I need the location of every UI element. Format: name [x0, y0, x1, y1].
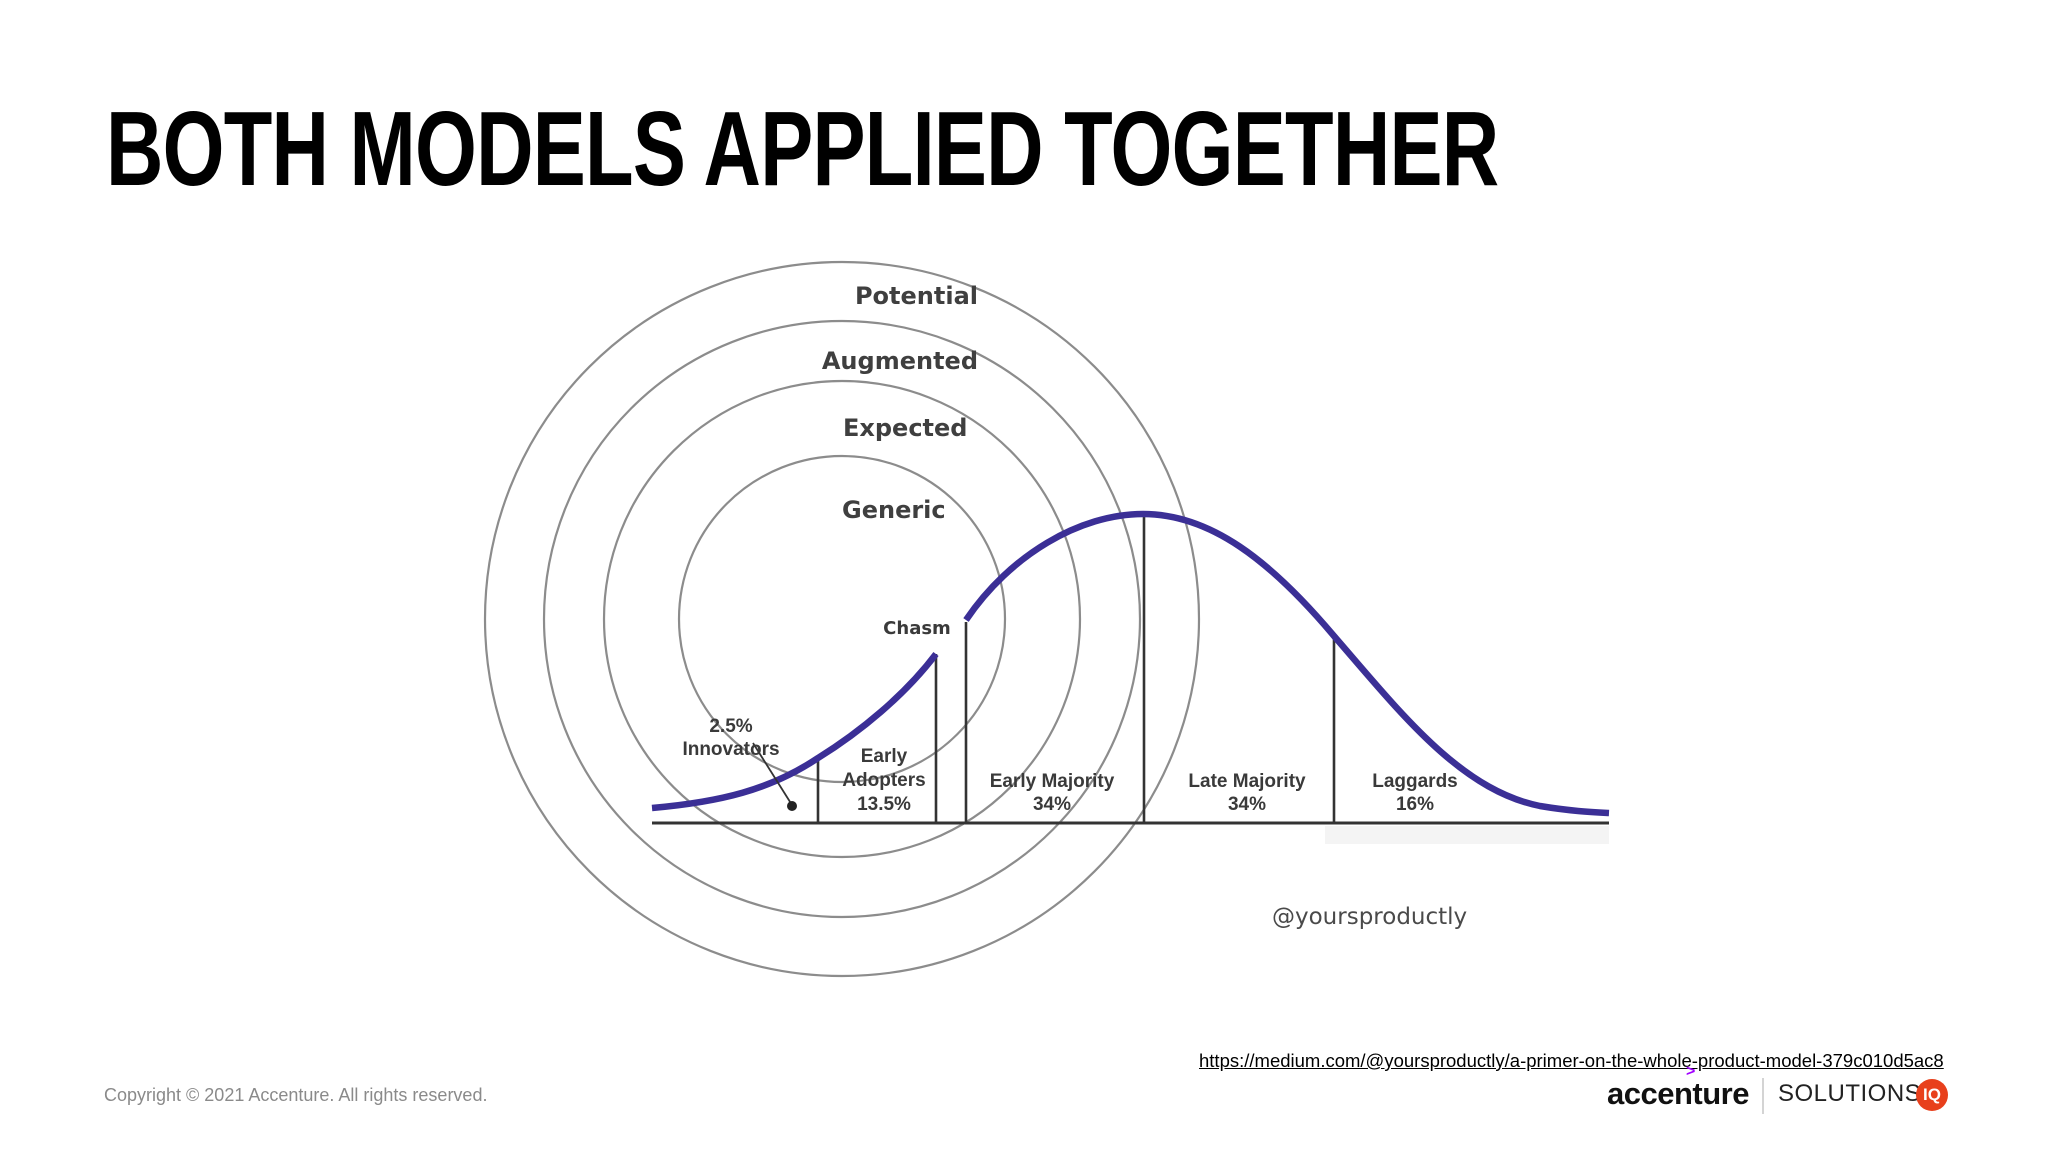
author-handle: @yoursproductly	[1272, 904, 1468, 930]
early-majority-label: Early Majority	[990, 771, 1115, 792]
ring-label-generic: Generic	[842, 496, 946, 524]
accenture-chevron-icon: >	[1686, 1063, 1696, 1080]
whole-product-rings	[483, 260, 1201, 978]
laggards-label: Laggards	[1372, 771, 1458, 792]
slide-title: BOTH MODELS APPLIED TOGETHER	[106, 90, 1499, 208]
early-adopters-share: 13.5%	[857, 794, 911, 815]
ring-label-expected: Expected	[843, 414, 968, 442]
late-majority-share: 34%	[1228, 794, 1266, 815]
copyright-notice: Copyright © 2021 Accenture. All rights r…	[104, 1085, 488, 1105]
adoption-curve-right	[963, 510, 1610, 817]
baseline-shadow	[1325, 826, 1609, 844]
ring-augmented	[542, 319, 1142, 919]
innovators-label: Innovators	[682, 739, 779, 760]
iq-badge-icon: IQ	[1916, 1079, 1948, 1111]
late-majority-label: Late Majority	[1188, 771, 1306, 792]
accenture-solutionsiq-logo: > accenture SOLUTIONS IQ	[1604, 1064, 1974, 1118]
ring-expected	[602, 379, 1082, 859]
ring-generic	[677, 454, 1007, 784]
logo-divider	[1762, 1078, 1764, 1114]
early-adopters-label-line2: Adopters	[842, 770, 925, 791]
laggards-share: 16%	[1396, 794, 1434, 815]
early-adopters-label-line1: Early	[861, 746, 908, 767]
chasm-label: Chasm	[883, 618, 951, 639]
innovators-share: 2.5%	[709, 716, 752, 737]
innovators-dot	[787, 801, 797, 811]
ring-label-potential: Potential	[855, 282, 978, 310]
solutions-wordmark: SOLUTIONS	[1778, 1080, 1922, 1107]
adoption-curve-left	[651, 652, 939, 812]
accenture-wordmark: accenture	[1607, 1076, 1749, 1111]
early-majority-share: 34%	[1033, 794, 1071, 815]
innovators-pointer	[752, 742, 793, 806]
source-link[interactable]: https://medium.com/@yoursproductly/a-pri…	[1199, 1050, 1944, 1071]
segment-dividers	[816, 515, 1336, 823]
ring-potential	[483, 260, 1201, 978]
ring-label-augmented: Augmented	[822, 347, 978, 375]
